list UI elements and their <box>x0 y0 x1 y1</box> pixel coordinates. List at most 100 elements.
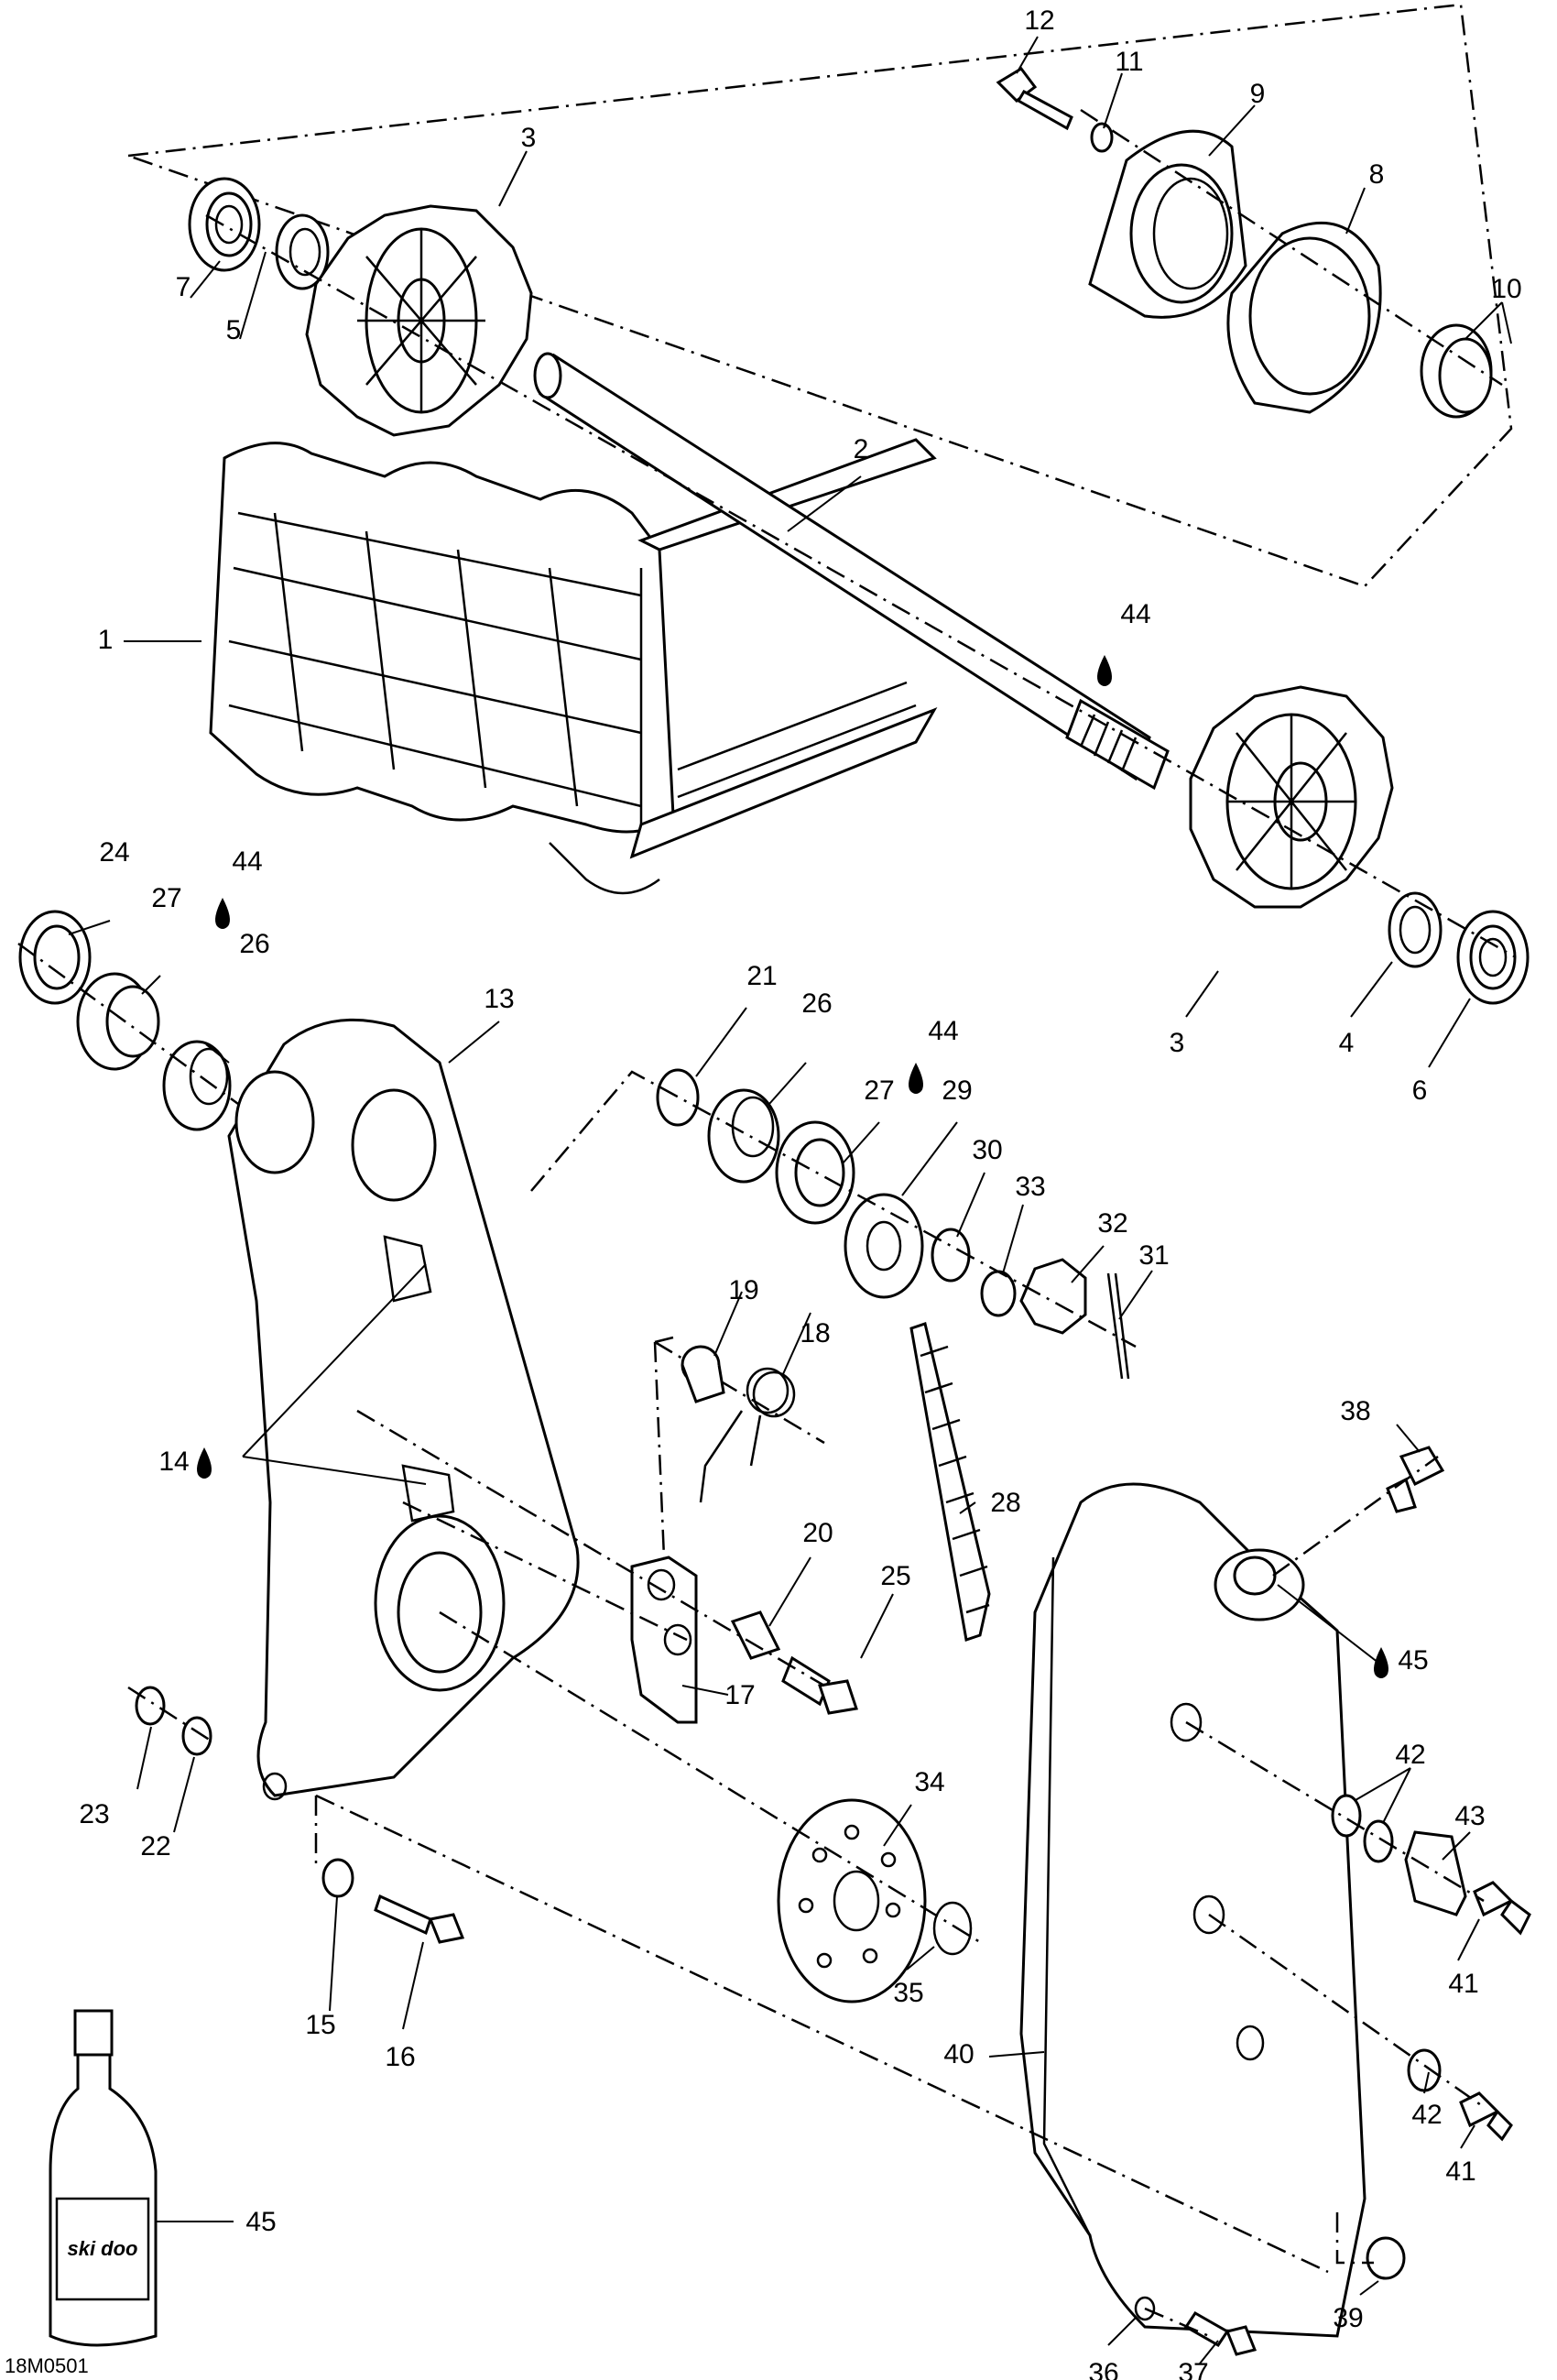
circlip-35 <box>932 1901 973 1956</box>
callout-36: 36 <box>1088 2358 1118 2380</box>
callout-6: 6 <box>1412 1075 1428 1106</box>
castle-nut-32 <box>1019 1258 1087 1335</box>
callout-32: 32 <box>1097 1208 1127 1239</box>
washer-42b <box>1363 1819 1394 1863</box>
callout-31: 31 <box>1138 1240 1169 1271</box>
washer-11 <box>1090 122 1114 153</box>
leader-lines <box>68 36 1512 2364</box>
callout-34: 34 <box>914 1767 944 1797</box>
callout-3-upper: 3 <box>521 123 537 153</box>
bottle-label: ski doo <box>67 2237 137 2260</box>
bushing-19 <box>681 1345 725 1403</box>
bolt-41a <box>1473 1881 1531 1936</box>
callout-20: 20 <box>802 1518 833 1548</box>
bearing-upper-left <box>188 177 261 272</box>
callout-25: 25 <box>880 1561 910 1591</box>
callout-11: 11 <box>1115 47 1143 77</box>
callout-12: 12 <box>1024 5 1054 36</box>
bearing-27-right <box>775 1120 855 1225</box>
callout-23: 23 <box>79 1799 109 1829</box>
tensioner-arm-17 <box>630 1556 698 1724</box>
callout-43: 43 <box>1454 1801 1485 1831</box>
callout-37: 37 <box>1178 2358 1208 2380</box>
bearing-lower-right <box>1456 910 1530 1005</box>
callout-15: 15 <box>305 2010 335 2040</box>
callout-39: 39 <box>1333 2303 1363 2333</box>
washer-42c <box>1407 2048 1442 2092</box>
callout-3-lower: 3 <box>1170 1028 1185 1058</box>
oil-drop-icon <box>909 1063 923 1094</box>
washer-22 <box>181 1716 212 1756</box>
callout-35: 35 <box>893 1978 923 2008</box>
washer-30 <box>931 1228 971 1283</box>
callout-19: 19 <box>728 1275 758 1305</box>
callout-27-right: 27 <box>864 1075 894 1106</box>
callout-27-left: 27 <box>151 883 181 913</box>
callout-42-lower: 42 <box>1411 2100 1442 2130</box>
washer-42a <box>1331 1794 1362 1838</box>
bolt-37 <box>1183 2311 1258 2356</box>
callout-17: 17 <box>724 1680 755 1710</box>
oil-bottle: ski doo <box>49 2009 158 2347</box>
cotter-pin-31 <box>1106 1272 1130 1380</box>
callout-42-upper: 42 <box>1395 1740 1425 1770</box>
drive-sprocket-lower <box>1189 685 1394 909</box>
drive-chain <box>909 1322 991 1642</box>
callout-24: 24 <box>99 837 129 868</box>
plug-39 <box>1366 2236 1406 2280</box>
callout-9: 9 <box>1250 79 1266 109</box>
callout-26-right: 26 <box>801 988 832 1019</box>
callout-5: 5 <box>226 315 242 345</box>
oil-drop-icon <box>1097 655 1112 686</box>
callout-22: 22 <box>140 1831 170 1861</box>
callout-44-axle: 44 <box>1120 599 1150 629</box>
callout-4: 4 <box>1339 1028 1355 1058</box>
bolt-25 <box>781 1655 858 1715</box>
oil-drop-icon <box>197 1447 212 1479</box>
callout-13: 13 <box>484 984 514 1014</box>
callout-2: 2 <box>854 434 869 464</box>
drive-sprocket-upper <box>305 204 533 437</box>
washer-33 <box>980 1270 1017 1317</box>
spring-18 <box>699 1367 796 1503</box>
oil-drop-icon <box>215 898 230 929</box>
callout-41-lower: 41 <box>1445 2156 1475 2187</box>
chaincase-cover <box>1019 1482 1366 2338</box>
callout-38: 38 <box>1340 1396 1370 1426</box>
callout-40: 40 <box>943 2039 974 2069</box>
tensioner-outline <box>653 1336 825 1558</box>
bearing-24 <box>18 910 92 1005</box>
seal-lower-right <box>1388 891 1443 968</box>
callout-14: 14 <box>158 1447 189 1477</box>
bearing-housing-9 <box>1088 129 1247 319</box>
assembly-lines <box>17 108 1517 2338</box>
callout-10: 10 <box>1491 274 1521 304</box>
callout-29: 29 <box>942 1075 972 1106</box>
callout-33: 33 <box>1015 1172 1045 1202</box>
drawing-code: 18M0501 <box>5 2354 89 2377</box>
drive-axle-assembly-outline <box>127 3 1513 588</box>
washer-23 <box>135 1686 166 1726</box>
sprocket-34 <box>777 1798 927 2003</box>
spacer-26-left <box>162 1040 232 1131</box>
oil-drop-icon <box>1374 1647 1388 1678</box>
callout-16: 16 <box>385 2042 415 2072</box>
callout-18: 18 <box>800 1318 830 1348</box>
callout-45-bottle: 45 <box>245 2207 276 2237</box>
spacer-26-right <box>707 1088 780 1184</box>
callout-21: 21 <box>746 961 777 991</box>
callout-7: 7 <box>176 272 191 302</box>
callout-30: 30 <box>972 1135 1002 1165</box>
washer-21 <box>656 1068 700 1127</box>
bushing-10 <box>1420 323 1493 419</box>
callout-44-left: 44 <box>232 846 262 877</box>
seal-upper-left <box>275 213 330 290</box>
track <box>209 438 938 895</box>
bolt-12 <box>996 67 1073 131</box>
retaining-plate-8 <box>1226 221 1382 414</box>
callout-28: 28 <box>990 1488 1020 1518</box>
chaincase <box>227 1018 580 1801</box>
callout-26-left: 26 <box>239 929 269 959</box>
drive-axle <box>533 352 1170 791</box>
